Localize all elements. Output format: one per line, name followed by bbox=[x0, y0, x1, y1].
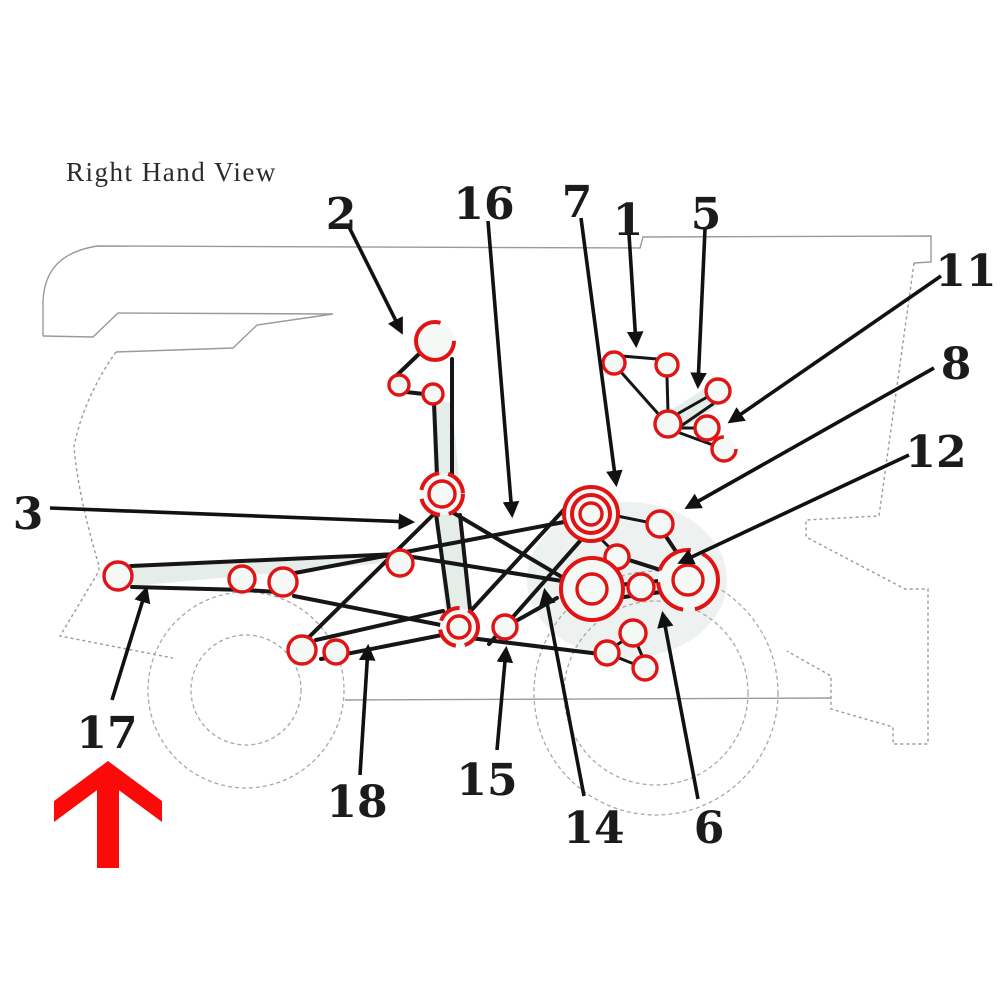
belt-segment bbox=[393, 351, 422, 379]
belt-segment bbox=[314, 609, 445, 642]
belt-segment bbox=[458, 513, 472, 611]
rear-wheel bbox=[533, 570, 779, 816]
belt-segment bbox=[292, 594, 448, 628]
belt-segment bbox=[304, 510, 438, 642]
belt-segment bbox=[665, 375, 670, 414]
pulley bbox=[267, 566, 299, 598]
belt-segment bbox=[129, 552, 400, 568]
red-up-arrow bbox=[54, 761, 162, 868]
leader-arrows-layer bbox=[49, 217, 943, 800]
belt-shading-layer bbox=[131, 380, 727, 658]
part-label-6: 6 bbox=[694, 803, 725, 854]
leader-arrow-12 bbox=[677, 453, 910, 565]
belt-segment bbox=[404, 390, 426, 396]
pulley bbox=[227, 564, 257, 594]
machine-outline-path bbox=[344, 697, 832, 701]
belt-segment bbox=[293, 520, 566, 575]
part-label-5: 5 bbox=[691, 189, 722, 240]
pulley bbox=[631, 654, 659, 682]
leader-arrow-15 bbox=[495, 645, 514, 751]
belt-segment bbox=[617, 656, 636, 666]
leader-arrow-18 bbox=[358, 643, 376, 776]
pulley bbox=[322, 638, 350, 666]
leader-arrow-7 bbox=[579, 217, 623, 488]
part-label-1: 1 bbox=[613, 195, 644, 246]
pulley bbox=[559, 556, 625, 622]
leader-arrow-5 bbox=[690, 228, 707, 390]
belt-segment bbox=[678, 431, 715, 447]
part-label-16: 16 bbox=[453, 179, 514, 230]
shade-band bbox=[131, 556, 396, 586]
part-label-15: 15 bbox=[456, 755, 517, 806]
belt-segment bbox=[450, 510, 579, 588]
belt-segment bbox=[130, 585, 248, 592]
pulley bbox=[671, 563, 705, 597]
leader-arrow-6 bbox=[657, 610, 700, 800]
machine-outline-path bbox=[58, 351, 174, 659]
machine-outline-path bbox=[42, 235, 932, 336]
belt-segment bbox=[679, 402, 715, 428]
pulley bbox=[575, 572, 609, 606]
belt-segment bbox=[620, 354, 659, 361]
belt-segment bbox=[465, 501, 572, 617]
belt-segment bbox=[432, 401, 439, 477]
pulley bbox=[387, 373, 411, 397]
leader-arrow-3 bbox=[49, 506, 416, 530]
leader-arrow-16 bbox=[486, 220, 520, 519]
leader-arrow-14 bbox=[539, 587, 586, 797]
machine-outline-path bbox=[786, 262, 929, 745]
part-label-17: 17 bbox=[76, 708, 137, 759]
belt-segment bbox=[411, 555, 564, 583]
leader-arrow-17 bbox=[110, 586, 151, 701]
pulley bbox=[618, 618, 648, 648]
pulley bbox=[654, 352, 680, 378]
pulley bbox=[601, 350, 627, 376]
pulley bbox=[414, 320, 456, 362]
pulley bbox=[570, 493, 612, 535]
part-label-8: 8 bbox=[941, 339, 972, 390]
part-label-14: 14 bbox=[563, 803, 624, 854]
part-label-2: 2 bbox=[326, 189, 357, 240]
pulley bbox=[491, 613, 519, 641]
machine-outline-layer bbox=[42, 235, 932, 745]
shade-blob bbox=[527, 502, 727, 658]
machine-outline-path bbox=[42, 312, 334, 353]
pulley bbox=[446, 614, 472, 640]
pulley bbox=[286, 634, 318, 666]
front-wheel bbox=[190, 634, 302, 746]
part-label-11: 11 bbox=[935, 246, 996, 297]
pulley bbox=[704, 377, 732, 405]
pulley bbox=[102, 560, 134, 592]
part-label-3: 3 bbox=[13, 489, 44, 540]
belt-segment bbox=[619, 370, 663, 419]
leader-arrow-1 bbox=[626, 233, 644, 349]
pulley bbox=[578, 501, 604, 527]
pulley bbox=[385, 548, 415, 578]
view-title: Right Hand View bbox=[66, 157, 277, 187]
pulley bbox=[593, 639, 621, 667]
front-wheel bbox=[147, 591, 345, 789]
leader-arrow-11 bbox=[727, 274, 943, 424]
leader-arrow-2 bbox=[347, 226, 403, 335]
pulley bbox=[421, 382, 445, 406]
pulley bbox=[710, 435, 738, 463]
pulleys-layer bbox=[102, 320, 738, 682]
belt-segment bbox=[677, 394, 711, 415]
pulley bbox=[653, 409, 683, 439]
pulley bbox=[693, 414, 721, 442]
part-label-18: 18 bbox=[326, 777, 387, 828]
pulley bbox=[626, 572, 656, 602]
leader-arrow-8 bbox=[684, 366, 935, 510]
pulley bbox=[419, 471, 465, 517]
red-arrow-chevron bbox=[54, 761, 162, 822]
pulley bbox=[645, 509, 675, 539]
pulley bbox=[427, 479, 457, 509]
part-label-7: 7 bbox=[562, 177, 593, 228]
belt-segment bbox=[615, 514, 649, 524]
part-label-12: 12 bbox=[905, 427, 966, 478]
pulley bbox=[438, 606, 480, 648]
red-arrow-stem bbox=[97, 779, 119, 868]
